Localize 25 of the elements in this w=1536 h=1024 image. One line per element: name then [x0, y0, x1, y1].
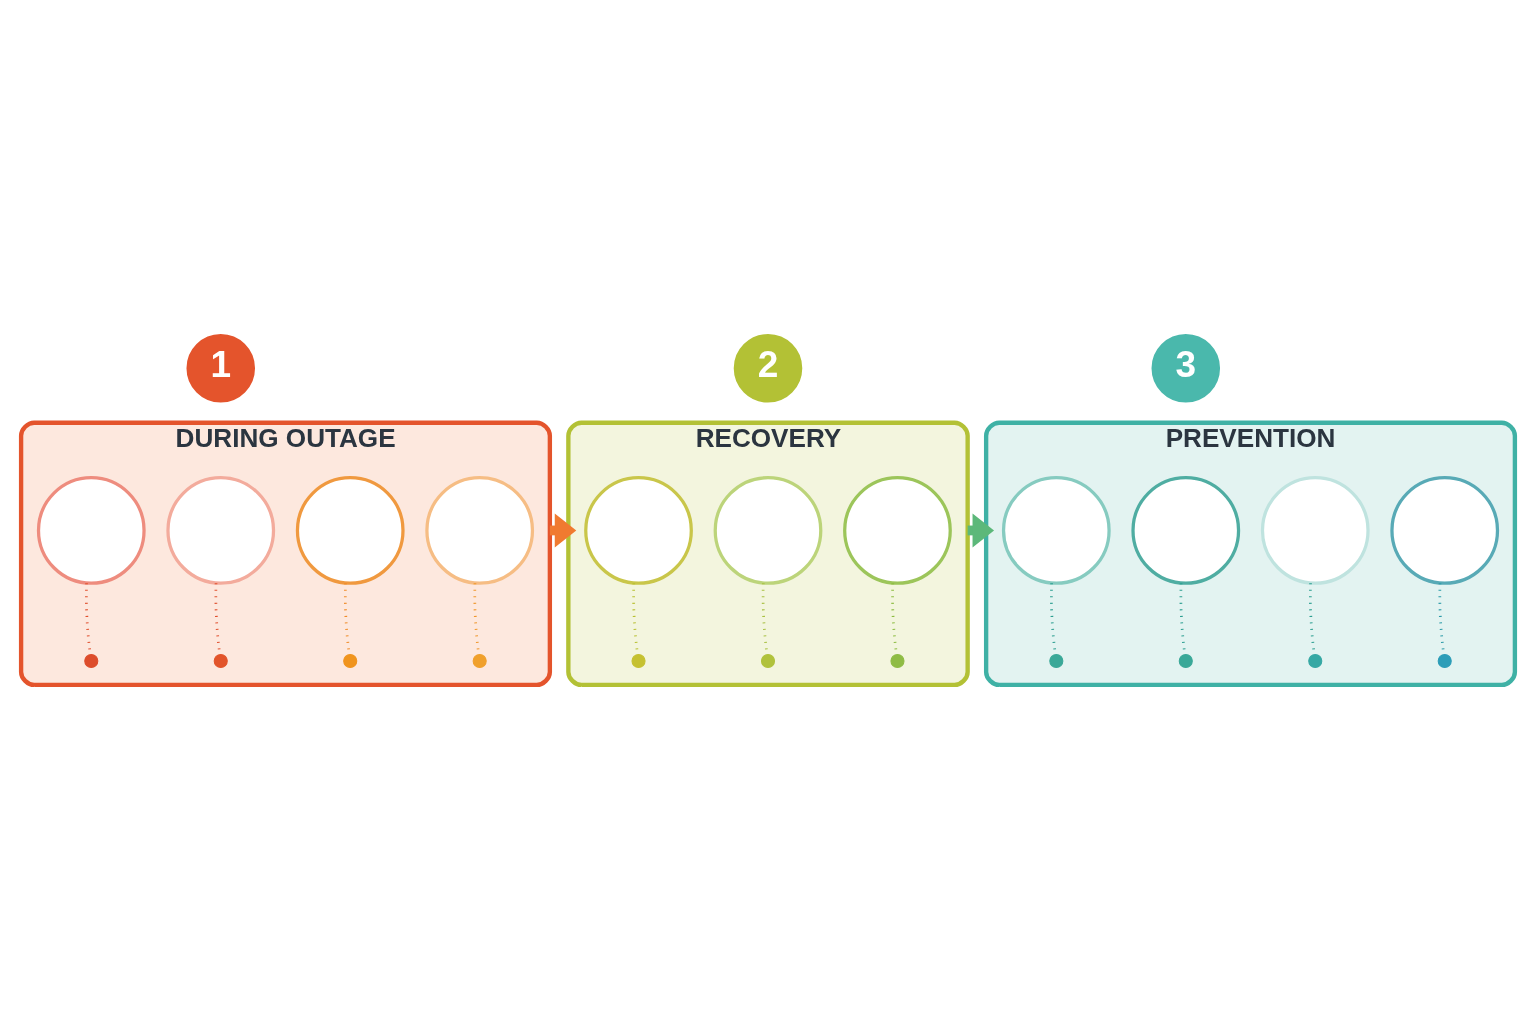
node-circle	[584, 475, 693, 585]
node-dot	[343, 653, 358, 668]
node-circle	[425, 475, 535, 585]
node-circle	[1390, 475, 1500, 585]
node-circle	[713, 475, 823, 585]
node-dot	[1308, 653, 1323, 668]
node-circle	[1260, 475, 1370, 585]
node-dot	[213, 653, 228, 668]
node-circle	[36, 475, 146, 585]
cluster: DURING OUTAGE	[18, 420, 553, 687]
node-circle	[1131, 475, 1241, 585]
node-dot	[1437, 653, 1452, 668]
cluster: RECOVERY	[566, 420, 970, 687]
node-dot	[84, 653, 99, 668]
node-circle	[295, 475, 405, 585]
node-circle	[1001, 475, 1111, 585]
node-dot	[1049, 653, 1064, 668]
node-dot	[472, 653, 487, 668]
cluster: PREVENTION	[983, 420, 1518, 687]
node-dot	[890, 653, 905, 668]
node-circle	[843, 475, 952, 585]
node-dot	[631, 653, 646, 668]
node-circle	[166, 475, 276, 585]
node-dot	[760, 653, 776, 668]
node-dot	[1178, 653, 1193, 668]
